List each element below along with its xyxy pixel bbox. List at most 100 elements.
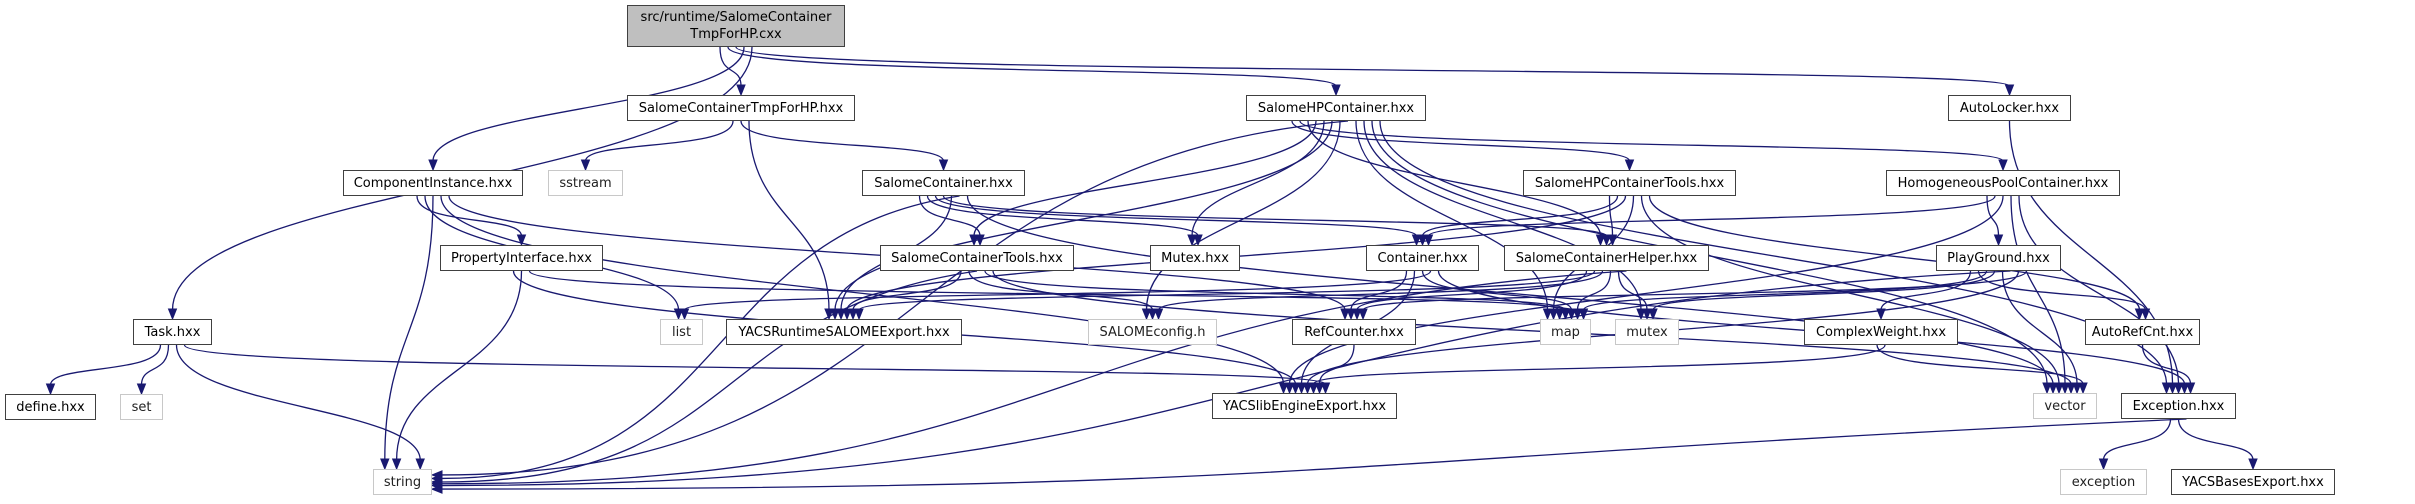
arrowhead-PlayGround_hxx <box>1993 234 2004 247</box>
arrowhead-string <box>391 458 402 471</box>
arrowhead-SALOMEconfig_h <box>1141 308 1152 321</box>
edge-HomogeneousPoolContainer_hxx-to-PlayGround_hxx <box>1986 195 2000 237</box>
node-salomecontainer-hxx[interactable]: SalomeContainer.hxx <box>862 170 1025 196</box>
edge-SalomeHPContainer_hxx-to-SalomeHPContainerTools_hxx <box>1291 120 1631 162</box>
arrowhead-Mutex_hxx <box>1193 234 1203 247</box>
arrowhead-mutex <box>1636 308 1646 321</box>
edge-HomogeneousPoolContainer_hxx-to-vector <box>2010 195 2066 385</box>
arrowhead-YACSlibEngineExport_hxx <box>1284 382 1295 395</box>
node-componentinstance-hxx[interactable]: ComponentInstance.hxx <box>343 170 523 196</box>
node-task-hxx[interactable]: Task.hxx <box>133 319 212 345</box>
node-vector: vector <box>2033 393 2097 419</box>
edge-SalomeContainer_hxx-to-SalomeContainerHelper_hxx <box>942 195 1608 237</box>
node-salomecontainertmpforhp-hxx[interactable]: SalomeContainerTmpForHP.hxx <box>627 95 855 121</box>
edge-SalomeHPContainerTools_hxx-to-AutoRefCnt_hxx <box>1648 195 2141 311</box>
edge-SalomeContainerTmpForHP_hxx-to-sstream <box>584 120 734 162</box>
node-autolocker-hxx[interactable]: AutoLocker.hxx <box>1948 95 2071 121</box>
arrowhead-SalomeContainerTools_hxx <box>975 234 985 247</box>
node-yacslibengineexport-hxx[interactable]: YACSlibEngineExport.hxx <box>1212 393 1397 419</box>
node-container-hxx[interactable]: Container.hxx <box>1366 245 1479 271</box>
node-root-file[interactable]: src/runtime/SalomeContainer TmpForHP.cxx <box>627 5 845 47</box>
node-mutex-hxx[interactable]: Mutex.hxx <box>1150 245 1240 271</box>
arrowhead-YACSBasesExport_hxx <box>2248 458 2258 471</box>
arrowhead-RefCounter_hxx <box>1358 308 1368 321</box>
arrowhead-sstream <box>580 159 591 172</box>
node-salomehpcontainer-hxx[interactable]: SalomeHPContainer.hxx <box>1246 95 1426 121</box>
node-define-hxx[interactable]: define.hxx <box>5 394 96 420</box>
arrowhead-YACSRuntimeSALOMEExport_hxx <box>848 308 858 321</box>
edge-Container_hxx-to-list <box>683 270 1432 311</box>
node-exception-hxx[interactable]: Exception.hxx <box>2121 393 2236 419</box>
node-yacsruntimesalomeexport-hxx[interactable]: YACSRuntimeSALOMEExport.hxx <box>726 319 962 345</box>
edge-SalomeContainerHelper_hxx-to-RefCounter_hxx <box>1356 270 1588 311</box>
arrowhead-map <box>1542 308 1553 321</box>
arrowhead-YACSRuntimeSALOMEExport_hxx <box>842 308 852 321</box>
node-exception: exception <box>2060 469 2147 495</box>
arrowhead-string <box>415 458 425 471</box>
arrowhead-PropertyInterface_hxx <box>516 234 527 247</box>
node-salomehpcontainertools-hxx[interactable]: SalomeHPContainerTools.hxx <box>1523 170 1736 196</box>
arrowhead-vector <box>2060 382 2070 395</box>
edge-SalomeHPContainer_hxx-to-SalomeContainerTools_hxx <box>973 120 1317 237</box>
arrowhead-map <box>1572 308 1583 321</box>
edge-SalomeContainerHelper_hxx-to-SALOMEconfig_h <box>1157 270 1604 311</box>
arrowhead-AutoRefCnt_hxx <box>2134 308 2145 321</box>
edge-HomogeneousPoolContainer_hxx-to-Container_hxx <box>1427 195 1996 237</box>
node-playground-hxx[interactable]: PlayGround.hxx <box>1936 245 2061 271</box>
edge-SalomeContainer_hxx-to-vector <box>966 195 2054 385</box>
arrowhead-Container_hxx <box>1417 234 1428 247</box>
arrowhead-SalomeContainer_hxx <box>938 159 949 172</box>
arrowhead-exception <box>2098 458 2109 471</box>
arrowhead-RefCounter_hxx <box>1340 308 1350 321</box>
edge-Exception_hxx-to-string <box>441 418 2187 490</box>
node-homogeneouspoolcontainer-hxx[interactable]: HomogeneousPoolContainer.hxx <box>1886 170 2120 196</box>
arrowhead-YACSRuntimeSALOMEExport_hxx <box>824 308 834 321</box>
edge-AutoRefCnt_hxx-to-Exception_hxx <box>2141 344 2192 385</box>
arrowhead-vector <box>2072 382 2082 395</box>
arrowhead-string <box>380 458 390 471</box>
arrowhead-map <box>1578 308 1589 321</box>
arrowhead-Container_hxx <box>1423 234 1434 247</box>
arrowhead-YACSlibEngineExport_hxx <box>1308 382 1319 395</box>
edge-Exception_hxx-to-exception <box>2102 418 2172 461</box>
node-autorefcnt-hxx[interactable]: AutoRefCnt.hxx <box>2085 319 2200 345</box>
arrowhead-YACSRuntimeSALOMEExport_hxx <box>854 308 864 321</box>
arrowhead-Exception_hxx <box>2179 382 2190 395</box>
arrowhead-ComponentInstance_hxx <box>428 159 438 172</box>
arrowhead-YACSlibEngineExport_hxx <box>1278 382 1289 395</box>
node-salomecontainerhelper-hxx[interactable]: SalomeContainerHelper.hxx <box>1504 245 1709 271</box>
arrowhead-Task_hxx <box>167 308 178 321</box>
edge-SalomeHPContainerTools_hxx-to-vector <box>1640 195 2060 385</box>
arrowhead-RefCounter_hxx <box>1346 308 1356 321</box>
arrowhead-YACSlibEngineExport_hxx <box>1302 382 1313 395</box>
edge-Container_hxx-to-map <box>1421 270 1573 311</box>
node-propertyinterface-hxx[interactable]: PropertyInterface.hxx <box>440 245 603 271</box>
arrowhead-string <box>430 484 443 494</box>
edge-RefCounter_hxx-to-YACSlibEngineExport_hxx <box>1318 344 1355 385</box>
edge-SalomeHPContainer_hxx-to-mutex <box>1363 120 1642 311</box>
arrowhead-YACSlibEngineExport_hxx <box>1296 382 1307 395</box>
arrowhead-SalomeContainerTmpForHP_hxx <box>736 84 746 97</box>
arrowhead-mutex <box>1648 308 1658 321</box>
arrowhead-Exception_hxx <box>2173 382 2184 395</box>
arrowhead-ComplexWeight_hxx <box>1876 308 1886 321</box>
arrowhead-Exception_hxx <box>2185 382 2196 395</box>
edge-SalomeContainerTools_hxx-to-map <box>984 270 1567 311</box>
edge-ComponentInstance_hxx-to-string <box>384 195 434 461</box>
node-yacsbasesexport-hxx[interactable]: YACSBasesExport.hxx <box>2171 469 2335 495</box>
node-complexweight-hxx[interactable]: ComplexWeight.hxx <box>1804 319 1958 345</box>
arrowhead-AutoRefCnt_hxx <box>2140 308 2151 321</box>
edge-SalomeContainerTools_hxx-to-string <box>441 270 978 483</box>
arrowhead-Exception_hxx <box>2161 382 2172 395</box>
arrowhead-HomogeneousPoolContainer_hxx <box>1998 159 2008 172</box>
edge-root-to-ComponentInstance_hxx <box>432 46 745 162</box>
edge-ComponentInstance_hxx-to-YACSlibEngineExport_hxx <box>440 195 1285 385</box>
edge-SalomeContainer_hxx-to-Container_hxx <box>934 195 1418 237</box>
node-refcounter-hxx[interactable]: RefCounter.hxx <box>1292 319 1416 345</box>
edge-SalomeHPContainer_hxx-to-YACSRuntimeSALOMEExport_hxx <box>834 120 1333 311</box>
node-salomecontainertools-hxx[interactable]: SalomeContainerTools.hxx <box>880 245 1074 271</box>
edge-PlayGround_hxx-to-map <box>1582 270 1988 311</box>
arrowhead-RefCounter_hxx <box>1352 308 1362 321</box>
edge-root-to-AutoLocker_hxx <box>735 46 2011 87</box>
arrowhead-vector <box>2054 382 2064 395</box>
